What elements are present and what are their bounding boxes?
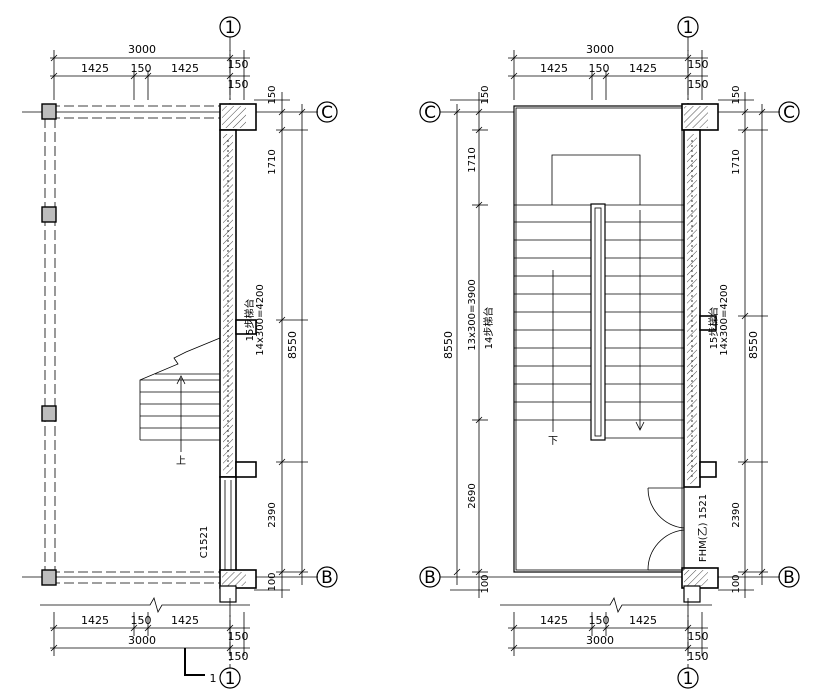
right-top-total: 3000 bbox=[586, 43, 614, 56]
svg-text:1: 1 bbox=[683, 669, 694, 689]
right-stair-note: 15步梯台 bbox=[707, 307, 720, 350]
right-bottom-right-b: 150 bbox=[688, 650, 709, 663]
right-left-seg-2: 1710 bbox=[467, 147, 478, 172]
svg-text:C: C bbox=[321, 103, 333, 123]
left-column-top bbox=[41, 103, 57, 120]
svg-text:C: C bbox=[783, 103, 795, 123]
right-axis-c-left: C bbox=[419, 101, 441, 123]
right-bottom-part-2: 150 bbox=[589, 614, 610, 627]
right-stair-arrows: 下 bbox=[548, 210, 684, 447]
right-top-part-1: 1425 bbox=[540, 62, 568, 75]
svg-text:1: 1 bbox=[225, 669, 236, 689]
right-seg-5: 100 bbox=[731, 574, 742, 593]
right-top-right-b: 150 bbox=[688, 78, 709, 91]
left-top-part-3: 1425 bbox=[171, 62, 199, 75]
left-column-bottom bbox=[41, 569, 57, 586]
left-column-3 bbox=[41, 405, 57, 422]
right-bottom-dimensions: 1425 150 1425 3000 150 150 bbox=[508, 612, 709, 663]
right-seg-4: 2390 bbox=[731, 502, 742, 527]
right-top-part-2: 150 bbox=[589, 62, 610, 75]
right-bottom-right-a: 150 bbox=[688, 630, 709, 643]
left-bottom-total: 3000 bbox=[128, 634, 156, 647]
left-top-part-1: 1425 bbox=[81, 62, 109, 75]
svg-text:B: B bbox=[424, 568, 436, 588]
left-top-right-b: 150 bbox=[228, 78, 249, 91]
left-stair-flight: 上 bbox=[139, 337, 221, 467]
right-seg-3: 14x300=4200 bbox=[719, 284, 730, 356]
left-top-total: 3000 bbox=[128, 43, 156, 56]
left-top-dimensions: 3000 1425 150 1425 150 150 bbox=[50, 43, 250, 100]
down-label: 下 bbox=[548, 436, 558, 447]
right-wall bbox=[681, 103, 719, 603]
left-top-part-2: 150 bbox=[131, 62, 152, 75]
right-seg-2: 1710 bbox=[731, 149, 742, 174]
left-bottom-part-3: 1425 bbox=[171, 614, 199, 627]
right-bottom-part-3: 1425 bbox=[629, 614, 657, 627]
left-bottom-right-b: 150 bbox=[228, 650, 249, 663]
left-dashed-outline bbox=[44, 105, 222, 584]
left-bottom-part-1: 1425 bbox=[81, 614, 109, 627]
left-plan: 1 3000 1425 150 1425 150 150 bbox=[22, 16, 338, 689]
right-top-dimensions: 3000 1425 150 1425 150 150 bbox=[508, 43, 709, 100]
left-seg-3: 14x300=4200 bbox=[255, 284, 266, 356]
left-seg-5: 100 bbox=[267, 572, 278, 591]
left-seg-1: 150 bbox=[267, 85, 278, 104]
svg-text:1: 1 bbox=[210, 672, 217, 685]
right-side-total: 8550 bbox=[747, 331, 760, 359]
left-top-right-a: 150 bbox=[228, 58, 249, 71]
right-bottom-part-1: 1425 bbox=[540, 614, 568, 627]
right-axis-1-top: 1 bbox=[677, 16, 699, 38]
left-axis-b-mark: B bbox=[316, 566, 338, 588]
right-plan: 1 3000 1425 150 1425 150 150 bbox=[419, 16, 800, 689]
right-top-right-a: 150 bbox=[688, 58, 709, 71]
left-bottom-part-2: 150 bbox=[131, 614, 152, 627]
window-label: C1521 bbox=[199, 526, 210, 558]
left-axis-c-mark: C bbox=[316, 101, 338, 123]
right-left-dimensions: 150 1710 13x300=3900 2690 100 8550 14步梯台 bbox=[442, 85, 495, 598]
right-left-seg-1: 150 bbox=[480, 85, 491, 104]
right-left-seg-4: 2690 bbox=[467, 483, 478, 508]
right-break-line bbox=[500, 596, 712, 614]
svg-text:1: 1 bbox=[683, 18, 694, 38]
right-axis-c-right: C bbox=[778, 101, 800, 123]
svg-text:C: C bbox=[424, 103, 436, 123]
left-wall bbox=[219, 103, 257, 603]
up-label: 上 bbox=[176, 455, 186, 467]
left-seg-2: 1710 bbox=[267, 149, 278, 174]
right-handrail bbox=[590, 203, 606, 441]
left-stair-note: 15步梯台 bbox=[243, 299, 256, 342]
right-bottom-total: 3000 bbox=[586, 634, 614, 647]
left-side-total: 8550 bbox=[286, 331, 299, 359]
left-section-mark: 1 bbox=[184, 648, 217, 685]
left-seg-4: 2390 bbox=[267, 502, 278, 527]
door-label: FHM(乙) 1521 bbox=[697, 494, 709, 562]
right-left-seg-5: 100 bbox=[480, 574, 491, 593]
right-top-part-3: 1425 bbox=[629, 62, 657, 75]
svg-text:B: B bbox=[783, 568, 795, 588]
left-bottom-right-a: 150 bbox=[228, 630, 249, 643]
svg-text:B: B bbox=[321, 568, 333, 588]
left-side-dimensions: 150 1710 14x300=4200 2390 100 8550 15步梯台 bbox=[243, 85, 308, 598]
left-axis-1-bottom: 1 bbox=[219, 667, 241, 689]
right-side-dimensions: 150 1710 14x300=4200 2390 100 8550 15步梯台 bbox=[707, 85, 768, 598]
right-landing bbox=[551, 154, 641, 205]
right-axis-b-right: B bbox=[778, 566, 800, 588]
right-left-total: 8550 bbox=[442, 331, 455, 359]
left-bottom-dimensions: 1425 150 1425 3000 150 150 bbox=[50, 612, 250, 663]
right-seg-1: 150 bbox=[731, 85, 742, 104]
left-column-2 bbox=[41, 206, 57, 223]
svg-text:1: 1 bbox=[225, 18, 236, 38]
right-axis-1-bottom: 1 bbox=[677, 667, 699, 689]
fire-door bbox=[647, 487, 685, 571]
left-break-line bbox=[40, 596, 250, 614]
right-left-stair-note: 14步梯台 bbox=[482, 307, 495, 350]
right-left-seg-3: 13x300=3900 bbox=[467, 279, 478, 351]
left-axis-1-top: 1 bbox=[219, 16, 241, 38]
right-axis-b-left: B bbox=[419, 566, 441, 588]
